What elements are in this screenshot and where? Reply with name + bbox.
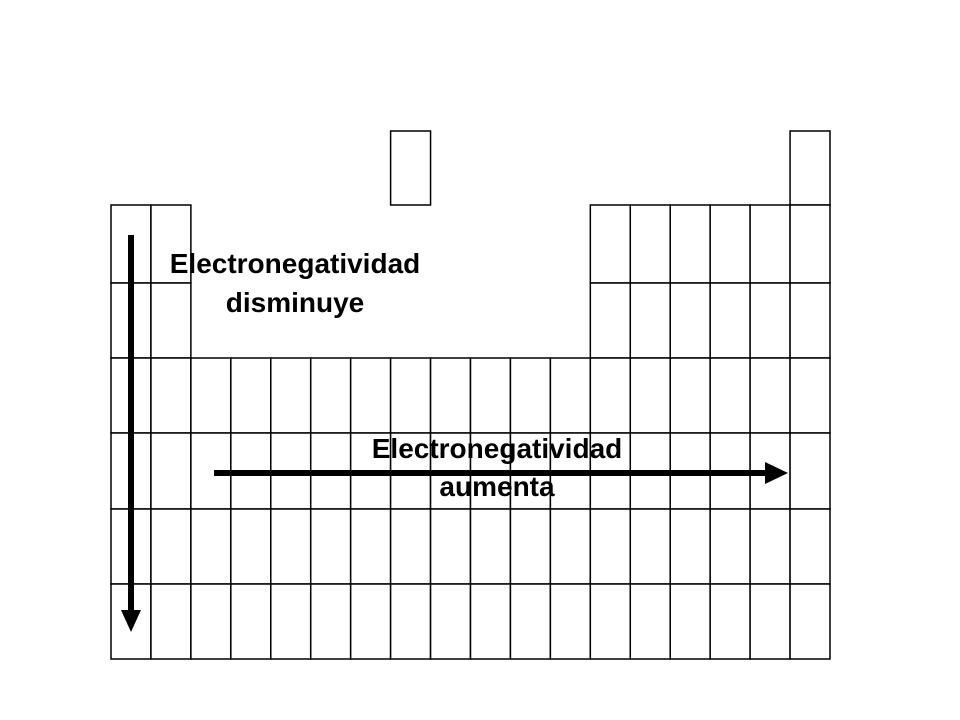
vertical-arrow <box>121 235 141 632</box>
element-cell <box>589 204 632 284</box>
horizontal-arrow <box>214 462 788 484</box>
element-cell <box>629 583 671 660</box>
element-cell <box>629 508 671 585</box>
element-cell <box>629 282 671 359</box>
element-cell <box>349 583 392 660</box>
periodic-table-grid <box>110 130 831 660</box>
element-cell <box>509 357 552 434</box>
element-cell <box>349 357 392 434</box>
element-cell <box>589 583 632 660</box>
element-cell-top <box>789 130 831 206</box>
element-cell <box>230 583 272 660</box>
horizontal-label-line2: aumenta <box>439 471 555 502</box>
element-cell <box>669 357 711 434</box>
element-cell <box>230 357 272 434</box>
element-cell <box>549 583 592 660</box>
vertical-arrow-head <box>121 610 141 632</box>
element-cell <box>150 357 192 434</box>
element-cell <box>469 583 512 660</box>
element-cell <box>709 508 751 585</box>
element-cell <box>389 583 432 660</box>
element-cell <box>309 357 352 434</box>
element-cell <box>509 583 552 660</box>
element-cell <box>150 432 192 510</box>
element-cell <box>549 357 592 434</box>
element-cell <box>789 432 831 510</box>
element-cell <box>789 583 831 660</box>
element-cell <box>789 357 831 434</box>
element-cell <box>270 583 312 660</box>
element-cell <box>749 508 791 585</box>
element-cell <box>389 508 432 585</box>
element-cell <box>469 357 512 434</box>
element-cell <box>270 508 312 585</box>
element-cell <box>669 282 711 359</box>
element-cell <box>429 583 472 660</box>
element-cell <box>749 282 791 359</box>
element-cell <box>789 204 831 284</box>
element-cell-top <box>389 130 432 206</box>
element-cell <box>150 508 192 585</box>
element-cell <box>270 357 312 434</box>
element-cell <box>669 508 711 585</box>
element-cell <box>709 282 751 359</box>
element-cell <box>389 357 432 434</box>
element-cell <box>190 508 232 585</box>
element-cell <box>190 583 232 660</box>
element-cell <box>749 357 791 434</box>
vertical-label-line1: Electronegatividad <box>170 248 421 279</box>
element-cell <box>549 508 592 585</box>
element-cell <box>429 357 472 434</box>
element-cell <box>190 357 232 434</box>
element-cell <box>789 282 831 359</box>
element-cell <box>709 583 751 660</box>
horizontal-label-line1: Electronegatividad <box>372 433 623 464</box>
vertical-label-line2: disminuye <box>226 287 364 318</box>
element-cell <box>589 357 632 434</box>
element-cell <box>509 508 552 585</box>
element-cell <box>629 357 671 434</box>
element-cell <box>749 583 791 660</box>
element-cell <box>589 508 632 585</box>
element-cell <box>309 583 352 660</box>
element-cell <box>709 357 751 434</box>
horizontal-arrow-head <box>765 462 788 484</box>
element-cell <box>789 508 831 585</box>
element-cell <box>150 204 192 284</box>
element-cell <box>429 508 472 585</box>
element-cell <box>469 508 512 585</box>
element-cell <box>150 583 192 660</box>
element-cell <box>669 204 711 284</box>
element-cell <box>230 508 272 585</box>
element-cell <box>669 583 711 660</box>
element-cell <box>589 282 632 359</box>
element-cell <box>349 508 392 585</box>
element-cell <box>749 204 791 284</box>
element-cell <box>309 508 352 585</box>
element-cell <box>150 282 192 359</box>
element-cell <box>629 204 671 284</box>
element-cell <box>709 204 751 284</box>
